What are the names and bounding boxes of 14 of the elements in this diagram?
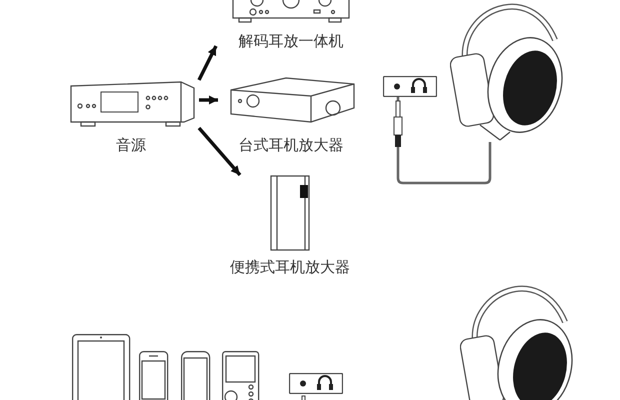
device-label: 台式耳机放大器 [238, 136, 344, 155]
headphone-cable [396, 97, 492, 184]
phone-drawing [181, 351, 211, 400]
phone-drawing [139, 351, 169, 400]
arrow [198, 126, 242, 176]
device-label: 解码耳放一体机 [238, 32, 344, 51]
headphone-jack-panel [383, 76, 437, 97]
device-label: 便携式耳机放大器 [229, 258, 351, 277]
device-label: 音源 [115, 136, 147, 155]
music-player-drawing [222, 351, 260, 400]
arrow [199, 95, 218, 105]
headphone-jack-panel [289, 373, 343, 394]
tablet-drawing [72, 334, 131, 400]
arrow [197, 45, 218, 81]
